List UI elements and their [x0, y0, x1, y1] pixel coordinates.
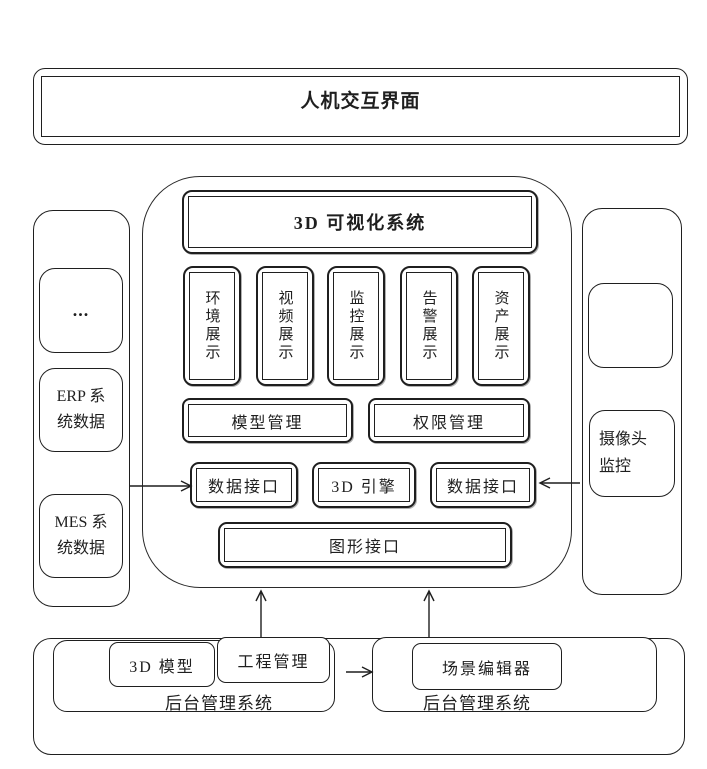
- hmi-banner-inner: 人机交互界面: [41, 76, 680, 137]
- core-title-box: 3D 可视化系统: [182, 190, 538, 254]
- engineering-management-box: 工程管理: [217, 637, 330, 683]
- backend-right-group-label: 后台管理系统: [423, 694, 531, 713]
- graphics-interface-label: 图形接口: [328, 539, 401, 556]
- camera-empty-box: [588, 283, 673, 368]
- backend-left-group-label: 后台管理系统: [165, 694, 273, 713]
- right-camera-column: [582, 208, 682, 595]
- model-3d-box: 3D 模型: [109, 642, 215, 687]
- mes-data-box: MES 系 统数据: [39, 494, 123, 578]
- hmi-banner-label: 人机交互界面: [300, 91, 421, 112]
- erp-data-box: ERP 系 统数据: [39, 368, 123, 452]
- graphics-interface-box: 图形接口: [218, 522, 512, 568]
- hmi-banner-box: 人机交互界面: [33, 68, 688, 145]
- engine-3d-label: 3D 引擎: [331, 479, 397, 496]
- camera-monitoring-box: 摄像头 监控: [589, 410, 675, 497]
- display-module-label: 资产展示: [492, 290, 509, 362]
- engine-3d-box: 3D 引擎: [312, 462, 416, 508]
- arrow-backend-left-to-core: [255, 589, 267, 637]
- scene-editor-label: 场景编辑器: [441, 660, 532, 678]
- display-module-box-alarm: 告警展示: [400, 266, 458, 386]
- display-module-box-monitoring: 监控展示: [327, 266, 385, 386]
- model-management-label: 模型管理: [231, 414, 304, 432]
- other-data-label: ...: [72, 300, 90, 320]
- permission-management-box: 权限管理: [368, 398, 530, 443]
- erp-data-label: ERP 系 统数据: [56, 387, 106, 431]
- permission-management-label: 权限管理: [412, 414, 485, 432]
- display-module-label: 环境展示: [203, 290, 220, 362]
- scene-editor-box: 场景编辑器: [412, 643, 562, 690]
- arrow-backend-right-to-core: [423, 589, 435, 637]
- other-data-box: ...: [39, 268, 123, 353]
- mes-data-label: MES 系 统数据: [54, 513, 108, 557]
- display-module-box-asset: 资产展示: [472, 266, 530, 386]
- core-title-label: 3D 可视化系统: [293, 213, 427, 233]
- display-module-label: 告警展示: [420, 290, 437, 362]
- display-module-label: 视频展示: [276, 290, 293, 362]
- data-interface-label: 数据接口: [446, 479, 519, 496]
- engineering-management-label: 工程管理: [237, 654, 310, 671]
- display-module-box-environment: 环境展示: [183, 266, 241, 386]
- display-module-label: 监控展示: [347, 290, 364, 362]
- model-management-box: 模型管理: [182, 398, 353, 443]
- display-module-box-video: 视频展示: [256, 266, 314, 386]
- model-3d-label: 3D 模型: [129, 658, 195, 676]
- camera-monitoring-label: 摄像头 监控: [599, 431, 648, 475]
- data-interface-label: 数据接口: [207, 479, 280, 496]
- data-interface-left-box: 数据接口: [190, 462, 298, 508]
- data-interface-right-box: 数据接口: [430, 462, 536, 508]
